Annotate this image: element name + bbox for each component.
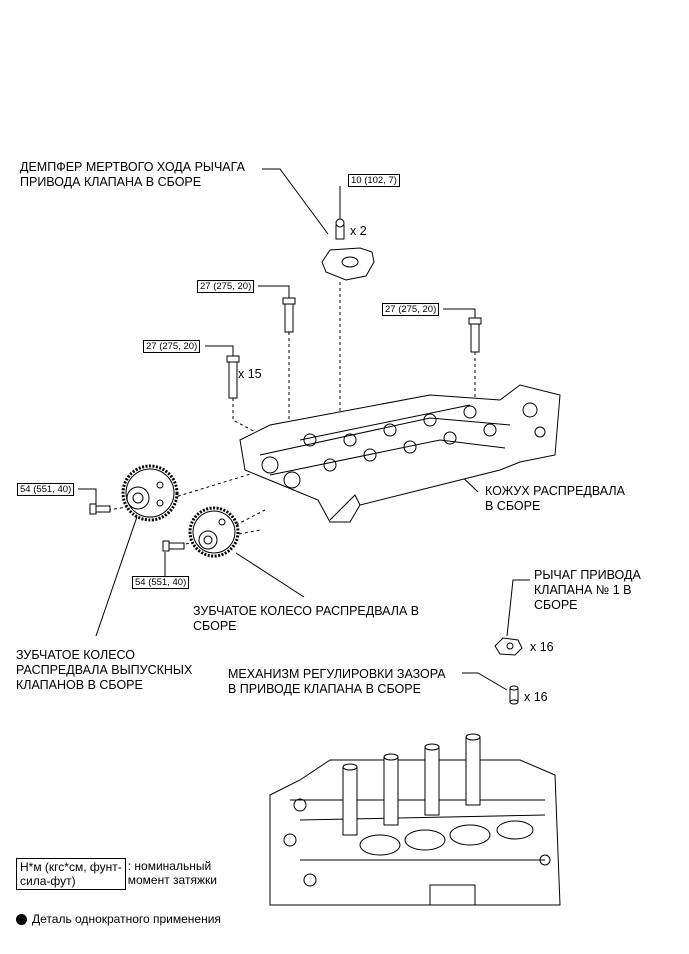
non-reusable-dot-icon — [16, 913, 27, 925]
torque-unit-box: Н*м (кгс*см, фунт- сила-фут) — [16, 858, 126, 890]
damper-leader — [262, 168, 329, 235]
damper-torque-box: 10 (102, 7) — [348, 174, 400, 187]
exhaust-torque-leader — [78, 488, 97, 504]
lash-adjuster-quantity: x 16 — [524, 690, 548, 704]
left-upper-torque-box: 27 (275, 20) — [197, 280, 255, 293]
cam-sprocket-part — [188, 506, 240, 558]
cam-sprocket-torque-box: 54 (551, 40) — [132, 576, 190, 589]
housing-bolt-quantity: x 15 — [238, 367, 262, 381]
rocker-arm-part — [494, 637, 523, 656]
damper-part — [321, 247, 375, 281]
torque-legend: Н*м (кгс*см, фунт- сила-фут) : номинальн… — [16, 858, 219, 890]
left-lower-torque-box: 27 (275, 20) — [143, 340, 201, 353]
left-lower-torque-leader — [205, 345, 234, 356]
rocker-arm-label: РЫЧАГ ПРИВОДА КЛАПАНА № 1 В СБОРЕ — [534, 568, 641, 612]
rocker-leader — [506, 579, 530, 637]
damper-bolt-quantity: x 2 — [350, 224, 367, 238]
torque-unit-description: : номинальный момент затяжки — [127, 859, 217, 887]
exhaust-sprocket-leader — [95, 507, 141, 637]
cam-sprocket-leader — [235, 552, 305, 598]
left-upper-torque-leader — [258, 285, 290, 300]
rocker-arm-quantity: x 16 — [530, 640, 554, 654]
non-reusable-text: Деталь однократного применения — [32, 912, 221, 926]
lash-leader — [462, 672, 508, 691]
lash-adjuster-label: МЕХАНИЗМ РЕГУЛИРОВКИ ЗАЗОРА В ПРИВОДЕ КЛ… — [228, 667, 446, 696]
cam-housing-label: КОЖУХ РАСПРЕДВАЛА В СБОРЕ — [485, 484, 625, 513]
cam-housing-part — [239, 384, 561, 523]
damper-label: ДЕМПФЕР МЕРТВОГО ХОДА РЫЧАГА ПРИВОДА КЛА… — [20, 160, 245, 189]
right-torque-box: 27 (275, 20) — [382, 303, 440, 316]
non-reusable-legend: Деталь однократного применения — [16, 912, 221, 926]
exhaust-sprocket-label: ЗУБЧАТОЕ КОЛЕСО РАСПРЕДВАЛА ВЫПУСКНЫХ КЛ… — [16, 648, 193, 692]
exhaust-sprocket-torque-box: 54 (551, 40) — [17, 483, 75, 496]
engine-block-illustration — [269, 733, 561, 906]
lash-adjuster-part — [509, 685, 519, 705]
cam-sprocket-label: ЗУБЧАТОЕ КОЛЕСО РАСПРЕДВАЛА В СБОРЕ — [193, 604, 420, 633]
exhaust-sprocket-part — [121, 464, 179, 522]
